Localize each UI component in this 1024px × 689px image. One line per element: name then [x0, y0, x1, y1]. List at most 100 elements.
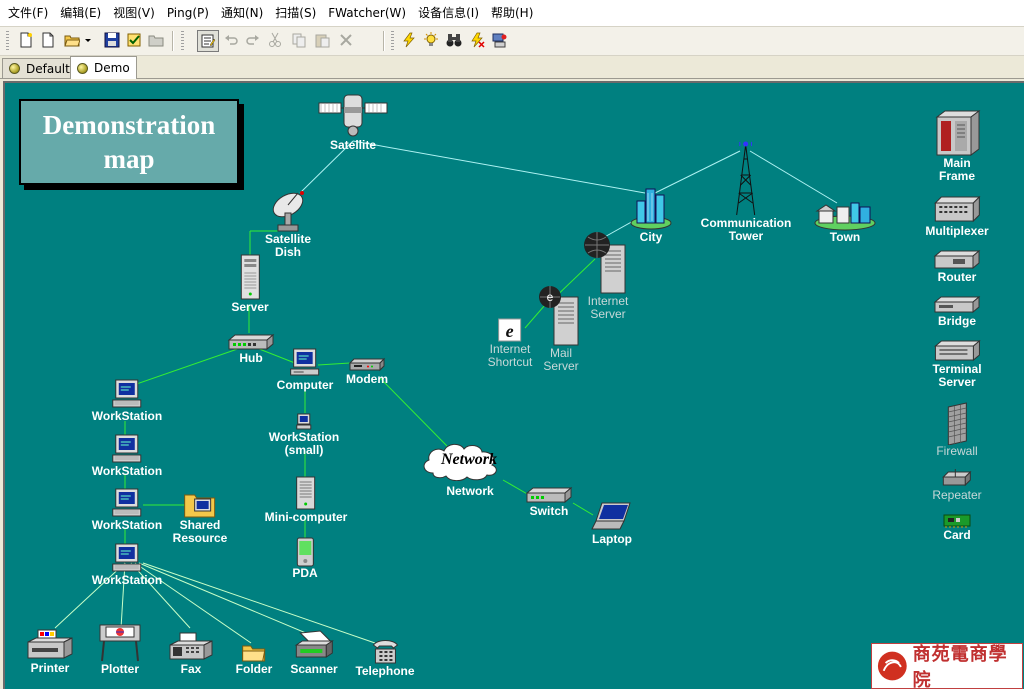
checklist-icon[interactable]: [124, 30, 144, 50]
node-satellite-dish[interactable]: Satellite Dish: [265, 187, 311, 259]
scanner-icon: [294, 629, 334, 663]
node-plotter[interactable]: Plotter: [96, 623, 144, 676]
save-icon[interactable]: [102, 30, 122, 50]
network-card-icon: [942, 513, 972, 529]
telephone-icon: [369, 639, 401, 665]
node-pda[interactable]: PDA: [292, 537, 318, 580]
node-workstation[interactable]: WorkStation: [92, 542, 162, 587]
node-switch[interactable]: Switch: [525, 485, 573, 518]
palette-card[interactable]: Card: [942, 513, 972, 542]
edit-mode-icon[interactable]: [197, 30, 219, 52]
toolbar-grip[interactable]: [6, 31, 9, 51]
node-satellite[interactable]: Satellite: [317, 89, 389, 152]
copy-icon[interactable]: [289, 30, 309, 50]
menu-notify[interactable]: 通知(N): [220, 6, 264, 20]
menu-view[interactable]: 视图(V): [113, 6, 155, 20]
folder-icon[interactable]: [146, 30, 166, 50]
tab-label: Demo: [94, 61, 130, 75]
alert-bulb-icon[interactable]: [421, 30, 441, 50]
redo-icon[interactable]: [243, 30, 263, 50]
tab-demo[interactable]: Demo: [70, 56, 137, 79]
palette-firewall[interactable]: Firewall: [936, 401, 978, 458]
node-workstation[interactable]: WorkStation: [92, 378, 162, 423]
node-shared-resource[interactable]: Shared Resource: [173, 487, 227, 545]
node-fax[interactable]: Fax: [168, 631, 214, 676]
pda-icon: [295, 537, 315, 567]
palette-bridge[interactable]: Bridge: [933, 295, 981, 328]
link-satellite-dish: [299, 140, 354, 194]
palette-terminal-server[interactable]: Terminal Server: [932, 339, 982, 389]
workstation-icon: [111, 378, 143, 410]
delete-icon[interactable]: [336, 30, 356, 50]
dropdown-arrow-icon[interactable]: [82, 30, 94, 50]
watermark-text: 商苑電商學院: [912, 644, 1008, 689]
paste-icon[interactable]: [312, 30, 332, 50]
flash-scan-icon[interactable]: [467, 30, 487, 50]
server-tower-icon: [237, 253, 263, 301]
tab-default[interactable]: Default: [2, 58, 77, 78]
node-laptop[interactable]: Laptop: [590, 501, 634, 546]
network-cloud[interactable]: Network: [419, 441, 519, 482]
node-workstation[interactable]: WorkStation: [92, 487, 162, 532]
node-network[interactable]: Network: [446, 485, 493, 498]
menu-scan[interactable]: 扫描(S): [275, 6, 317, 20]
node-folder[interactable]: Folder: [235, 641, 273, 676]
node-label: Telephone: [355, 664, 415, 678]
node-server[interactable]: Server: [231, 253, 269, 314]
node-printer[interactable]: Printer: [26, 628, 74, 675]
menu-ping[interactable]: Ping(P): [166, 6, 209, 20]
toolbar: [0, 27, 1024, 56]
new-icon[interactable]: [38, 30, 58, 50]
open-icon[interactable]: [62, 30, 82, 50]
node-scanner[interactable]: Scanner: [290, 629, 338, 676]
node-workstation[interactable]: WorkStation: [92, 433, 162, 478]
menu-fwatcher[interactable]: FWatcher(W): [328, 6, 407, 20]
palette-router[interactable]: Router: [933, 249, 981, 284]
node-label: Multiplexer: [925, 224, 989, 238]
cut-icon[interactable]: [265, 30, 285, 50]
mainframe-icon: [933, 109, 981, 157]
node-label: Folder: [235, 662, 273, 676]
lightning-icon[interactable]: [399, 30, 419, 50]
node-communication-tower[interactable]: Communication Tower: [701, 139, 791, 243]
palette-repeater[interactable]: Repeater: [932, 467, 982, 502]
palette-multiplexer[interactable]: Multiplexer: [925, 195, 989, 238]
link-tower-town: [749, 150, 838, 204]
node-city[interactable]: City: [629, 183, 673, 244]
menu-device-info[interactable]: 设备信息(I): [418, 6, 479, 20]
node-mini-computer[interactable]: Mini-computer: [265, 475, 347, 524]
town-icon: [813, 197, 877, 231]
node-workstation-small[interactable]: WorkStation (small): [269, 413, 339, 457]
toolbar-separator: [172, 31, 174, 51]
undo-icon[interactable]: [221, 30, 241, 50]
node-telephone[interactable]: Telephone: [355, 639, 415, 678]
node-hub[interactable]: Hub: [227, 332, 275, 365]
menu-file[interactable]: 文件(F): [8, 6, 49, 20]
binoculars-icon[interactable]: [444, 30, 464, 50]
city-icon: [629, 183, 673, 231]
node-internet-server[interactable]: Internet Server: [583, 231, 633, 321]
plotter-icon: [96, 623, 144, 663]
node-label: Satellite: [329, 138, 377, 152]
node-mail-server[interactable]: e Mail Server: [538, 283, 584, 373]
node-label: Fax: [180, 662, 202, 676]
node-modem[interactable]: Modem: [346, 355, 388, 386]
node-town[interactable]: Town: [813, 197, 877, 244]
satellite-icon: [317, 89, 389, 139]
menu-edit[interactable]: 编辑(E): [60, 6, 102, 20]
node-internet-shortcut[interactable]: e Internet Shortcut: [488, 317, 532, 369]
toolbar-grip[interactable]: [181, 31, 184, 51]
toolbar-grip[interactable]: [391, 31, 394, 51]
menu-help[interactable]: 帮助(H): [491, 6, 534, 20]
link-satellite-city: [352, 140, 646, 194]
device-config-icon[interactable]: [490, 30, 510, 50]
node-label: Router: [937, 270, 977, 284]
node-label: Satellite Dish: [264, 232, 312, 259]
map-status-icon: [77, 62, 88, 74]
switch-icon: [525, 485, 573, 505]
new-map-icon[interactable]: [16, 30, 36, 50]
palette-main-frame[interactable]: Main Frame: [933, 109, 981, 183]
node-computer[interactable]: Computer: [277, 347, 333, 392]
